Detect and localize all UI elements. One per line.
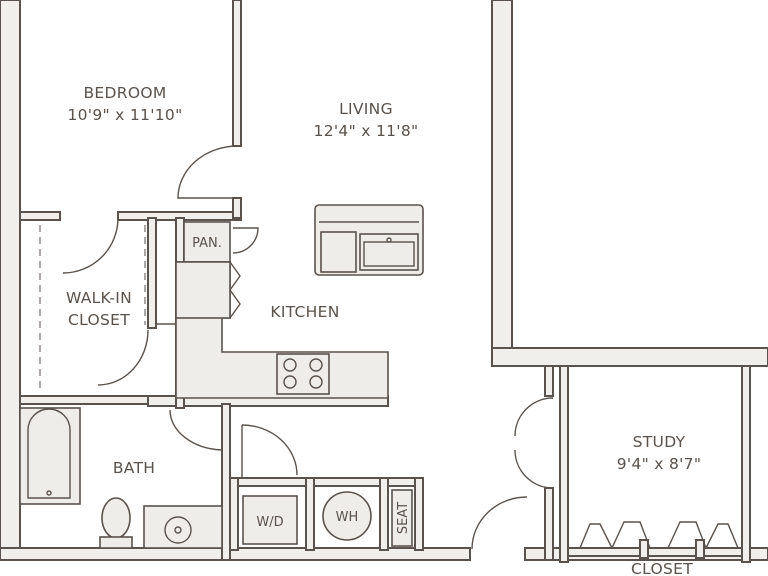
study-dims: 9'4" x 8'7" <box>617 455 702 473</box>
closet-name: CLOSET <box>631 560 693 576</box>
toilet <box>101 497 131 539</box>
kitchen-name: KITCHEN <box>270 303 339 321</box>
closet-rods <box>39 225 176 392</box>
range-cooktop <box>276 353 330 395</box>
doors <box>62 145 739 550</box>
kitchen-sink <box>359 233 419 271</box>
bath-fixtures <box>19 407 223 549</box>
walls <box>0 0 768 563</box>
bedroom-dims: 10'9" x 11'10" <box>67 106 182 124</box>
room-labels: BEDROOM 10'9" x 11'10" LIVING 12'4" x 11… <box>66 84 701 576</box>
bedroom-name: BEDROOM <box>83 84 166 102</box>
laundry-fixtures <box>242 489 413 547</box>
kitchen-fixtures <box>175 204 424 399</box>
study-name: STUDY <box>633 433 686 451</box>
walkin-line1: WALK-IN <box>66 289 132 307</box>
pantry-label: PAN. <box>192 236 222 251</box>
seat-bench <box>391 489 413 547</box>
walkin-line2: CLOSET <box>68 311 130 329</box>
water-heater-label: WH <box>336 510 359 525</box>
living-dims: 12'4" x 11'8" <box>314 122 419 140</box>
seat-label: SEAT <box>396 502 411 534</box>
vanity <box>143 505 223 549</box>
washer-dryer <box>242 495 298 545</box>
refrigerator <box>175 261 231 319</box>
bath-name: BATH <box>113 459 155 477</box>
washer-dryer-label: W/D <box>256 515 283 530</box>
living-name: LIVING <box>339 100 393 118</box>
water-heater <box>322 491 372 541</box>
